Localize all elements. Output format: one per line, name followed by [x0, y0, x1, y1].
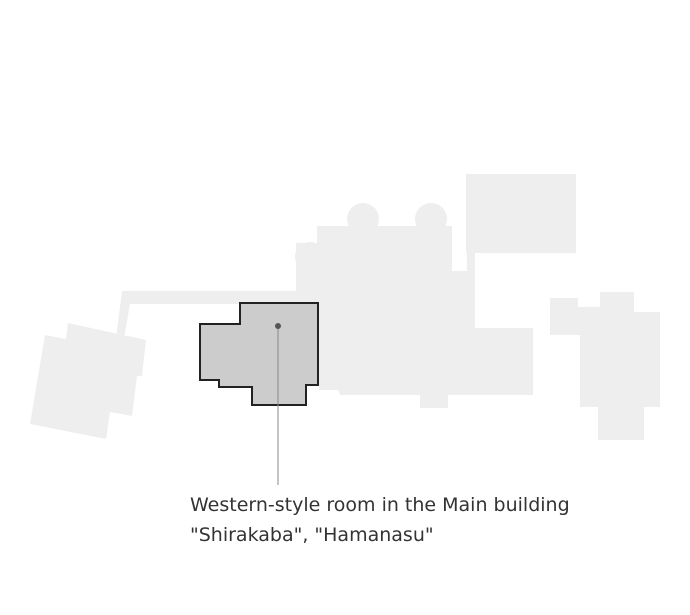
northeast-block: [466, 174, 576, 253]
east-wing: [550, 292, 660, 440]
west-annex: [30, 323, 146, 439]
location-marker-dot: [275, 323, 281, 329]
highlighted-room[interactable]: [199, 302, 319, 406]
main-building: [296, 226, 533, 408]
main-building-dome-left: [347, 203, 379, 235]
main-building-bay: [295, 242, 325, 272]
main-building-dome-right: [415, 203, 447, 235]
room-caption: Western-style room in the Main building …: [190, 490, 670, 550]
caption-line-2: "Shirakaba", "Hamanasu": [190, 524, 434, 546]
surrounding-buildings: [30, 174, 660, 440]
caption-line-1: Western-style room in the Main building: [190, 494, 570, 516]
